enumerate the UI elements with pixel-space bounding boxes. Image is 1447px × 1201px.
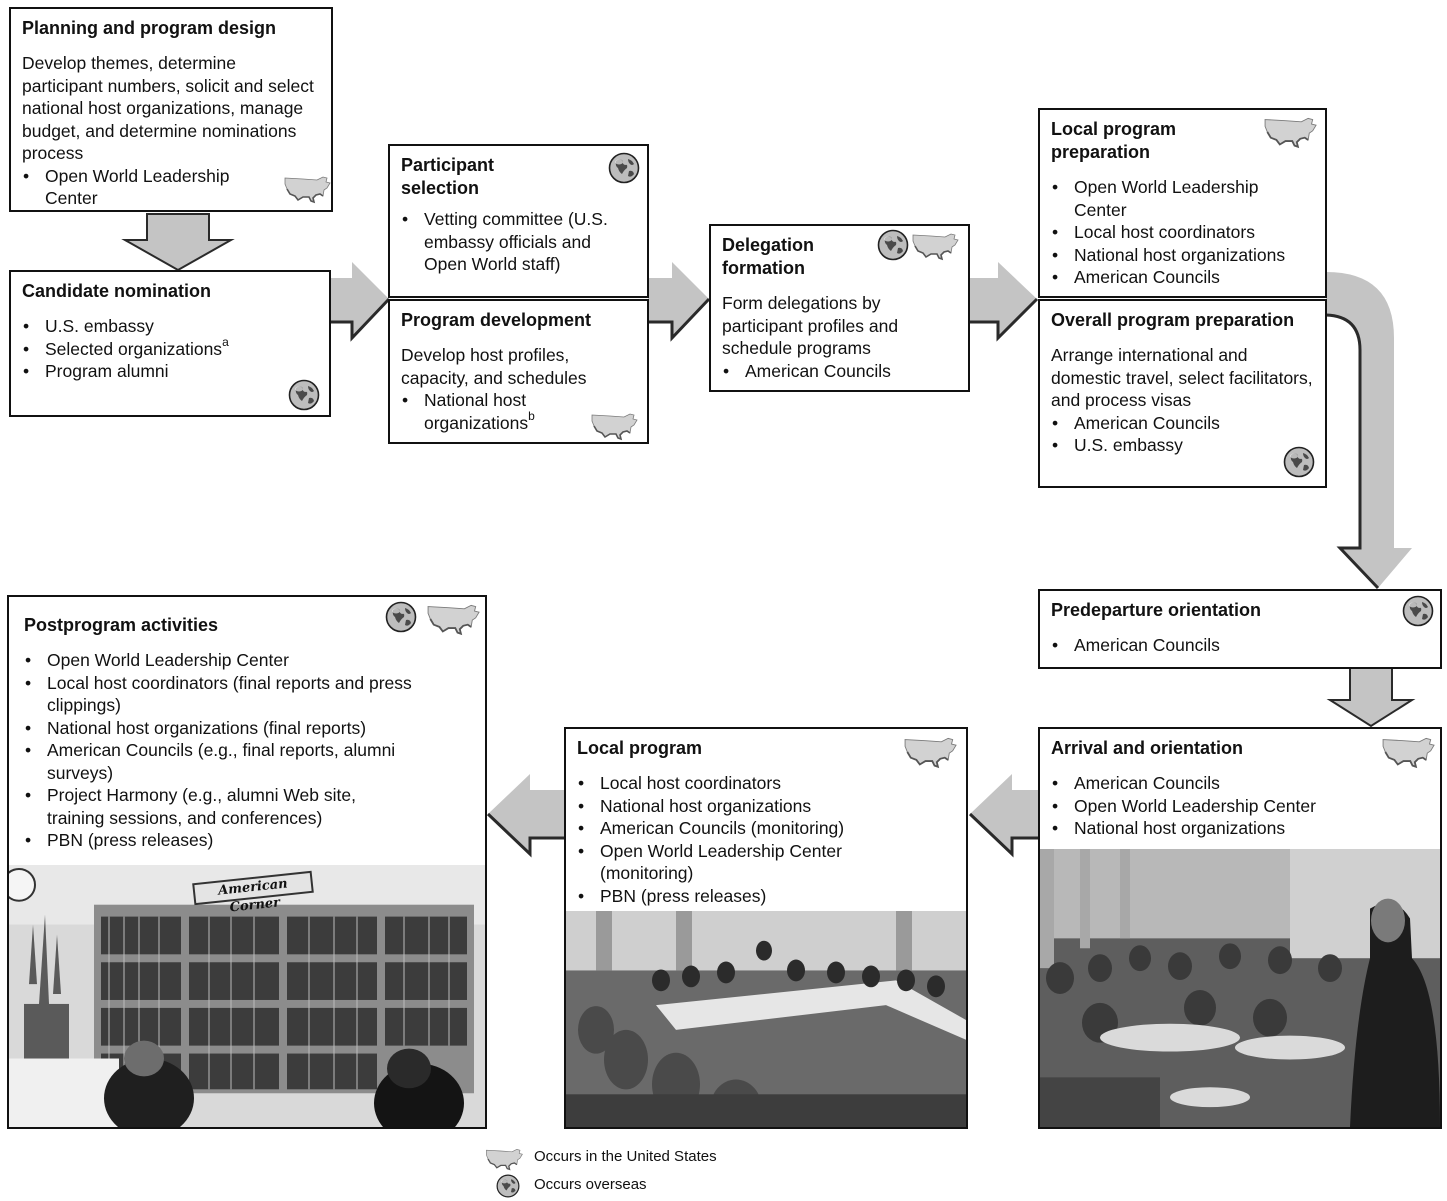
- candidate-title: Candidate nomination: [22, 281, 211, 301]
- local-prep-list: Open World Leadership Center Local host …: [1051, 176, 1314, 289]
- postprogram-list: Open World Leadership Center Local host …: [24, 649, 474, 852]
- overall-program-preparation-box: Overall program preparation Arrange inte…: [1038, 299, 1327, 488]
- list-item: American Councils: [1051, 266, 1314, 289]
- program-development-description: Develop host profiles, capacity, and sch…: [401, 345, 587, 388]
- list-item: PBN (press releases): [577, 885, 955, 908]
- arrow-candidate-to-selection: [330, 262, 391, 342]
- list-item: U.S. embassy: [22, 315, 318, 338]
- list-item: American Councils: [722, 360, 957, 383]
- legend: Occurs in the United States Occurs overs…: [484, 1147, 784, 1201]
- list-item: Open World Leadership Center: [24, 649, 474, 672]
- list-item: Open World Leadership Center: [22, 165, 257, 210]
- library-photo: American Corner: [9, 865, 485, 1127]
- planning-box: Planning and program design Develop them…: [9, 7, 333, 212]
- us-map-icon: [283, 174, 331, 204]
- participant-list: Vetting committee (U.S. embassy official…: [401, 208, 636, 276]
- legend-overseas-label: Occurs overseas: [534, 1176, 647, 1193]
- us-map-icon: [590, 411, 638, 441]
- local-program-box: Local program Local host coordinators Na…: [564, 727, 968, 1129]
- footnote-marker: b: [528, 408, 535, 423]
- arrow-preparation-to-predeparture: [1325, 272, 1412, 590]
- list-item: Open World Leadership Center (monitoring…: [577, 840, 897, 885]
- postprogram-title: Postprogram activities: [24, 615, 219, 635]
- program-development-list: National host organizationsb: [401, 389, 636, 434]
- arrow-predeparture-to-arrival: [1326, 667, 1416, 728]
- us-map-icon: [1380, 735, 1436, 769]
- globe-icon: [385, 601, 417, 633]
- delegation-formation-box: Delegation formation Form delegations by…: [709, 224, 970, 392]
- list-item: PBN (press releases): [24, 829, 474, 852]
- us-map-icon: [911, 231, 959, 261]
- list-item: Selected organizationsa: [22, 334, 318, 361]
- program-development-box: Program development Develop host profile…: [388, 299, 649, 444]
- globe-icon: [1402, 595, 1434, 627]
- predeparture-orientation-box: Predeparture orientation American Counci…: [1038, 589, 1442, 669]
- program-development-title: Program development: [401, 310, 592, 330]
- arrow-arrival-to-local-program: [968, 774, 1040, 858]
- predeparture-list: American Councils: [1051, 634, 1429, 657]
- list-item: U.S. embassy: [1051, 434, 1314, 457]
- us-map-icon: [425, 602, 481, 636]
- list-item: Open World Leadership Center: [1051, 795, 1429, 818]
- local-program-title: Local program: [577, 738, 703, 758]
- list-item: Local host coordinators: [1051, 221, 1314, 244]
- local-prep-title: Local program preparation: [1051, 119, 1177, 162]
- meeting-photo: [566, 911, 966, 1127]
- local-program-list: Local host coordinators National host or…: [577, 772, 955, 907]
- list-item: National host organizations: [1051, 817, 1429, 840]
- footnote-marker: a: [222, 334, 229, 349]
- list-item: Program alumni: [22, 360, 318, 383]
- list-item: American Councils: [1051, 772, 1429, 795]
- delegation-description: Form delegations by participant profiles…: [722, 293, 899, 358]
- planning-description: Develop themes, determine participant nu…: [22, 53, 314, 163]
- us-map-icon: [484, 1147, 524, 1171]
- delegation-title: Delegation formation: [722, 235, 815, 278]
- list-item-text: Selected organizations: [45, 338, 223, 359]
- postprogram-activities-box: Postprogram activities Open World Leader…: [7, 595, 487, 1129]
- list-item: National host organizations: [577, 795, 955, 818]
- predeparture-title: Predeparture orientation: [1051, 600, 1262, 620]
- participant-selection-box: Participant selection Vetting committee …: [388, 144, 649, 298]
- us-map-icon: [1262, 115, 1318, 149]
- planning-list: Open World Leadership Center: [22, 165, 320, 210]
- list-item: American Councils: [1051, 634, 1429, 657]
- delegation-list: American Councils: [722, 360, 957, 383]
- candidate-nomination-box: Candidate nomination U.S. embassy Select…: [9, 270, 331, 417]
- list-item: National host organizationsb: [401, 389, 566, 434]
- globe-icon: [496, 1174, 520, 1198]
- globe-icon: [608, 152, 640, 184]
- arrival-list: American Councils Open World Leadership …: [1051, 772, 1429, 840]
- planning-title: Planning and program design: [22, 18, 277, 38]
- local-program-preparation-box: Local program preparation Open World Lea…: [1038, 108, 1327, 298]
- legend-us-label: Occurs in the United States: [534, 1148, 717, 1165]
- list-item: Local host coordinators (final reports a…: [24, 672, 424, 717]
- arrival-orientation-box: Arrival and orientation American Council…: [1038, 727, 1442, 1129]
- participant-title: Participant selection: [401, 155, 495, 198]
- list-item: American Councils: [1051, 412, 1314, 435]
- list-item: National host organizations (final repor…: [24, 717, 474, 740]
- list-item: Project Harmony (e.g., alumni Web site, …: [24, 784, 404, 829]
- overall-prep-list: American Councils U.S. embassy: [1051, 412, 1314, 457]
- arrival-title: Arrival and orientation: [1051, 738, 1244, 758]
- candidate-list: U.S. embassy Selected organizationsa Pro…: [22, 315, 318, 383]
- list-item: American Councils (e.g., final reports, …: [24, 739, 404, 784]
- list-item: American Councils (monitoring): [577, 817, 955, 840]
- globe-icon: [1283, 446, 1315, 478]
- arrow-selection-to-delegation: [648, 262, 711, 342]
- list-item: Vetting committee (U.S. embassy official…: [401, 208, 636, 276]
- overall-prep-description: Arrange international and domestic trave…: [1051, 345, 1313, 410]
- list-item: Open World Leadership Center: [1051, 176, 1306, 221]
- arrow-local-program-to-postprogram: [486, 774, 566, 858]
- list-item: Local host coordinators: [577, 772, 955, 795]
- globe-icon: [288, 379, 320, 411]
- orientation-photo: [1040, 849, 1440, 1127]
- us-map-icon: [902, 735, 958, 769]
- globe-icon: [877, 229, 909, 261]
- arrow-delegation-to-preparation: [969, 262, 1039, 342]
- overall-prep-title: Overall program preparation: [1051, 310, 1295, 330]
- arrow-planning-to-candidate: [121, 213, 235, 272]
- list-item-text: National host organizations: [424, 390, 529, 433]
- list-item: National host organizations: [1051, 244, 1314, 267]
